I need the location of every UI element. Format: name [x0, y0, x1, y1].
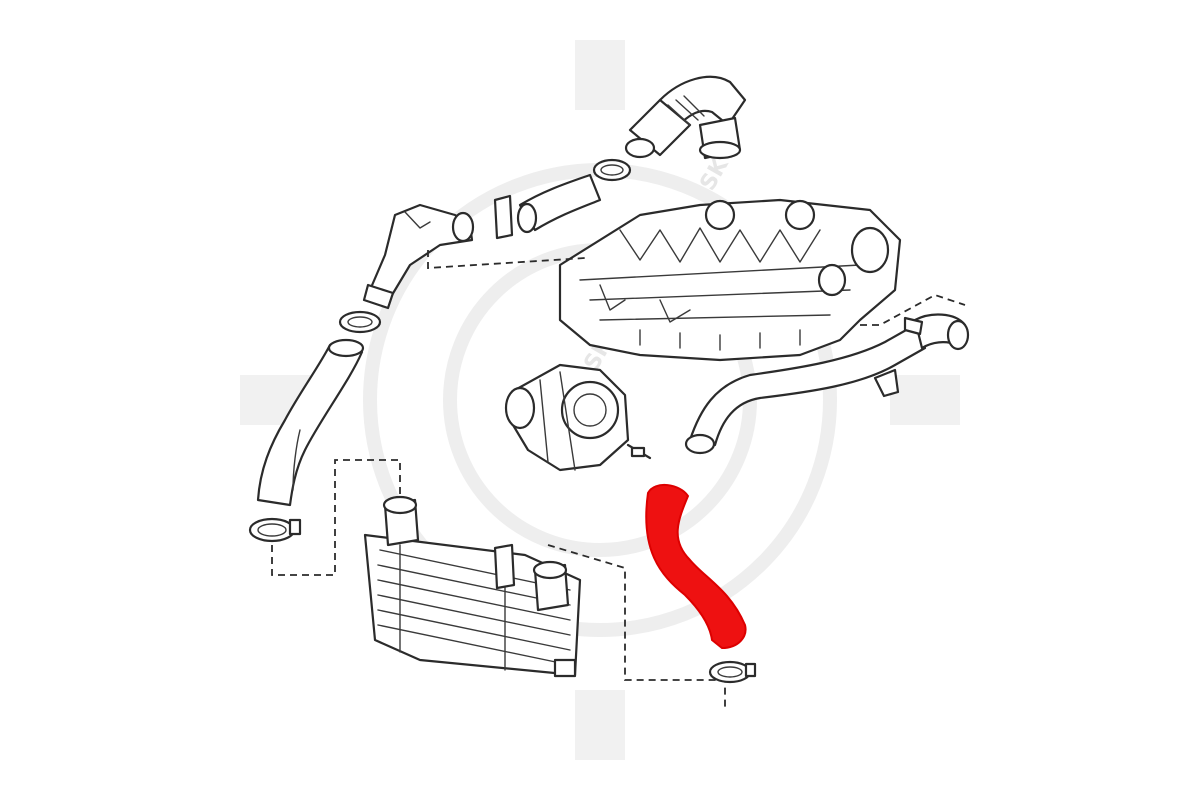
intercooler — [363, 495, 582, 678]
hose-clamp-upper — [592, 158, 632, 182]
right-return-pipe — [684, 313, 970, 455]
hose-clamp-lower-left — [248, 517, 302, 543]
dashed-connector-lines — [271, 250, 966, 710]
intercooler-outlet-hose-highlighted[interactable] — [645, 484, 747, 650]
left-long-hose — [256, 338, 365, 507]
engine-cylinder-head — [558, 198, 902, 362]
hose-clamp-left-mid — [338, 310, 382, 334]
hose-clamp-lower-right — [708, 660, 757, 684]
upper-curved-hose — [493, 173, 602, 240]
air-intake-elbow — [624, 75, 747, 160]
turbocharger — [504, 363, 652, 472]
left-intake-pipe — [362, 203, 475, 310]
